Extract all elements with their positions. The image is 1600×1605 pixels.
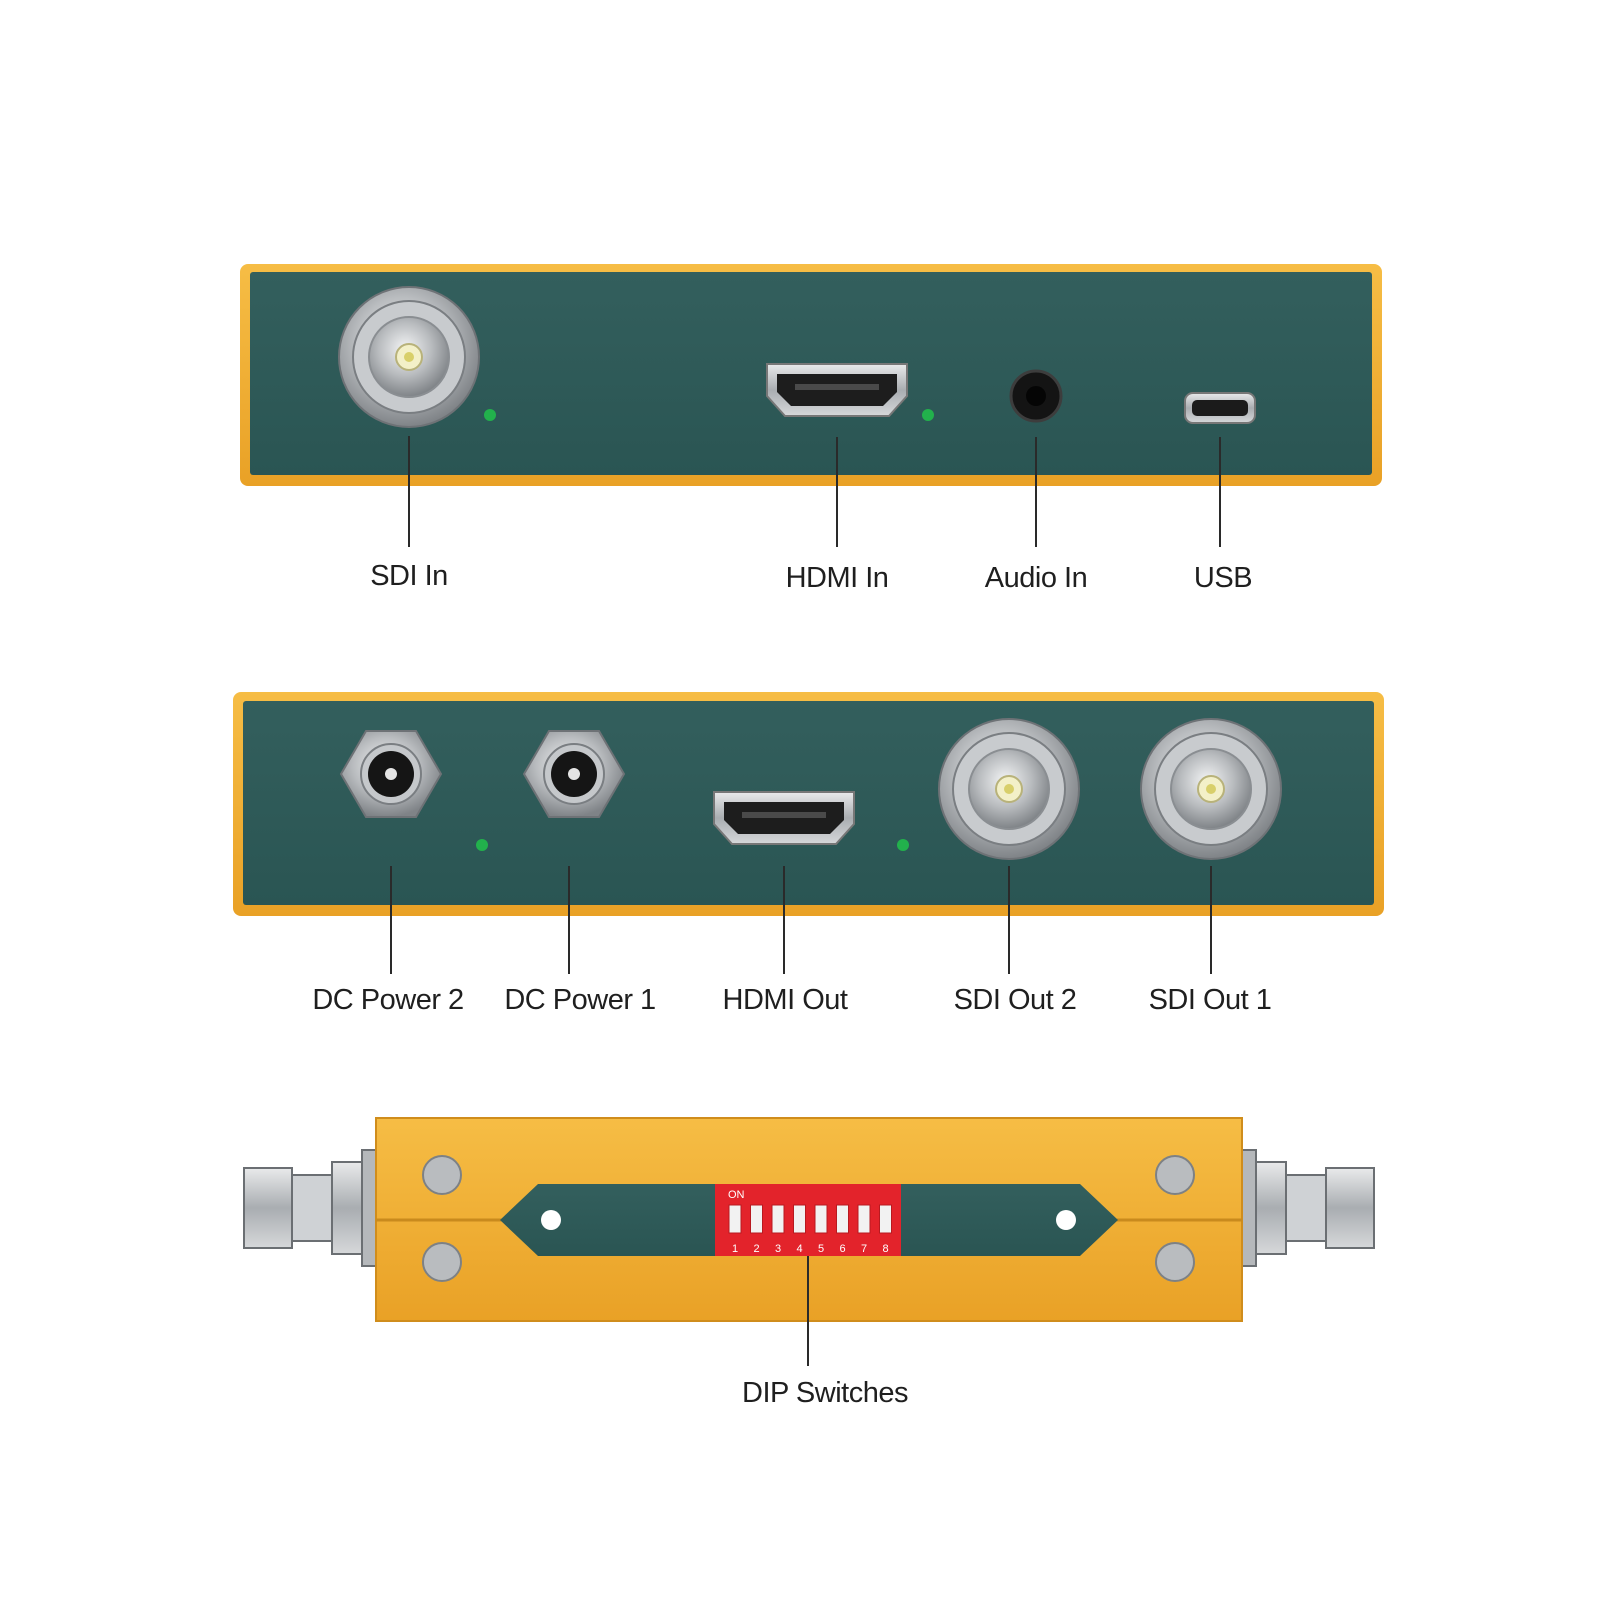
dc-power-jack-icon — [522, 730, 626, 818]
hdmi-port-icon — [713, 791, 855, 845]
label-hdmi-out: HDMI Out — [722, 984, 848, 1016]
dip-switch-key[interactable] — [836, 1204, 849, 1234]
dip-switch-key[interactable] — [814, 1204, 828, 1234]
dip-switch-block — [715, 1184, 901, 1256]
audio-jack-icon — [1009, 369, 1063, 423]
dip-switch-number: 3 — [775, 1243, 781, 1255]
top-leader-lines — [408, 436, 1221, 547]
status-led — [484, 409, 496, 421]
dip-switch-key[interactable] — [879, 1204, 892, 1234]
dc-power-jack-icon — [339, 730, 443, 818]
bnc-barrel-right-icon — [1241, 1149, 1375, 1267]
dip-switch-number: 5 — [818, 1243, 824, 1255]
bnc-connector-icon — [938, 718, 1080, 860]
label-sdi-out-2: SDI Out 2 — [953, 984, 1077, 1016]
screw-icon — [1155, 1155, 1195, 1195]
label-hdmi-in: HDMI In — [785, 562, 889, 594]
bnc-connector-icon — [1140, 718, 1282, 860]
status-led — [922, 409, 934, 421]
bnc-connector-icon — [338, 286, 480, 428]
dip-switch-key[interactable] — [771, 1204, 785, 1234]
middle-panel — [233, 692, 1384, 916]
micro-usb-port-icon — [1184, 392, 1256, 424]
dip-on-label: ON — [728, 1189, 745, 1201]
top-panel — [240, 264, 1382, 486]
dip-switch-number: 8 — [882, 1243, 888, 1255]
hdmi-port-icon — [766, 363, 908, 417]
dip-switch-key[interactable] — [857, 1204, 871, 1234]
label-dc-power-1: DC Power 1 — [504, 984, 656, 1016]
dip-switch-number: 6 — [839, 1243, 845, 1255]
screw-icon — [422, 1155, 462, 1195]
status-led — [476, 839, 488, 851]
label-usb: USB — [1193, 562, 1253, 594]
label-dip-switches: DIP Switches — [742, 1377, 908, 1409]
middle-leader-lines — [390, 866, 1212, 974]
dip-switch-number: 7 — [861, 1243, 867, 1255]
dip-switch-key[interactable] — [728, 1204, 742, 1234]
mounting-hole — [1056, 1210, 1076, 1230]
status-led — [897, 839, 909, 851]
dip-switch-number: 2 — [753, 1243, 759, 1255]
dip-switch-key[interactable] — [793, 1204, 806, 1234]
bnc-barrel-left-icon — [243, 1149, 377, 1267]
label-sdi-out-1: SDI Out 1 — [1148, 984, 1272, 1016]
dip-switch-key[interactable] — [750, 1204, 763, 1234]
label-sdi-in: SDI In — [370, 560, 448, 592]
screw-icon — [1155, 1242, 1195, 1282]
dip-switch-number: 1 — [732, 1243, 738, 1255]
mounting-hole — [541, 1210, 561, 1230]
dip-switch-number: 4 — [796, 1243, 802, 1255]
label-audio-in: Audio In — [984, 562, 1088, 594]
screw-icon — [422, 1242, 462, 1282]
label-dc-power-2: DC Power 2 — [312, 984, 464, 1016]
